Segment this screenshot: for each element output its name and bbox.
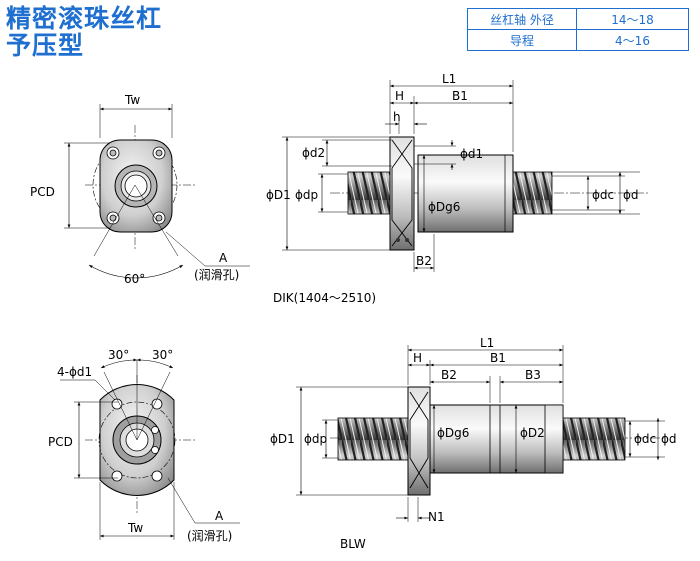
upper-D1-label: ϕD1	[266, 188, 291, 202]
upper-b1-label: B1	[452, 89, 468, 103]
upper-pcd-label: PCD	[30, 185, 55, 199]
upper-h-small-label: h	[393, 110, 401, 124]
upper-dc-label: ϕdc	[592, 188, 614, 202]
upper-b2-label: B2	[416, 254, 432, 268]
upper-d2-label: ϕd2	[302, 146, 325, 160]
upper-angle-label: 60°	[124, 272, 145, 286]
lower-holes-label: 4-ϕd1	[57, 365, 92, 379]
upper-dp-label: ϕdp	[295, 188, 318, 202]
upper-a-label: A	[219, 251, 228, 265]
upper-h-label: H	[395, 89, 404, 103]
lower-l1-label: L1	[480, 336, 494, 350]
lower-b1-label: B1	[490, 351, 506, 365]
upper-dg6-label: ϕDg6	[428, 200, 460, 214]
upper-lube-label: (润滑孔)	[194, 268, 239, 282]
upper-side-view	[282, 80, 650, 272]
lower-angle-right-label: 30°	[152, 348, 173, 362]
upper-caption: DIK(1404～2510)	[273, 291, 376, 305]
lower-d-label: ϕd	[661, 432, 677, 446]
lower-lube-label: (润滑孔)	[187, 529, 232, 543]
lower-D2-label: ϕD2	[520, 426, 545, 440]
spec-value-diameter: 14～18	[576, 8, 689, 30]
lower-h-label: H	[413, 351, 422, 365]
title-line-1: 精密滚珠丝杠	[6, 4, 163, 33]
lower-a-label: A	[215, 509, 224, 523]
lower-b2-label: B2	[441, 368, 457, 382]
upper-front-view	[64, 104, 250, 279]
lower-dp-label: ϕdp	[304, 432, 327, 446]
spec-label-diameter: 丝杠轴 外径	[467, 8, 577, 30]
lower-b3-label: B3	[525, 368, 541, 382]
lower-dg6-label: ϕDg6	[437, 426, 469, 440]
lower-front-view	[60, 358, 240, 540]
lower-caption: BLW	[340, 537, 366, 551]
upper-l1-label: L1	[442, 72, 456, 86]
lower-n1-label: N1	[428, 510, 445, 524]
lower-D1-label: ϕD1	[270, 432, 295, 446]
lower-pcd-label: PCD	[48, 435, 73, 449]
spec-label-lead: 导程	[467, 29, 577, 51]
upper-d-label: ϕd	[623, 188, 639, 202]
spec-row-diameter: 丝杠轴 外径 14～18	[467, 8, 689, 30]
spec-row-lead: 导程 4～16	[467, 29, 689, 51]
upper-d1-label: ϕd1	[460, 147, 483, 161]
lower-side-view	[296, 345, 665, 522]
title-line-2: 予压型	[6, 31, 85, 60]
spec-table: 丝杠轴 外径 14～18 导程 4～16	[467, 8, 689, 51]
upper-tw-label: Tw	[124, 93, 140, 107]
spec-value-lead: 4～16	[576, 29, 689, 51]
lower-dc-label: ϕdc	[634, 432, 656, 446]
lower-angle-left-label: 30°	[108, 348, 129, 362]
lower-tw-label: Tw	[127, 521, 143, 535]
